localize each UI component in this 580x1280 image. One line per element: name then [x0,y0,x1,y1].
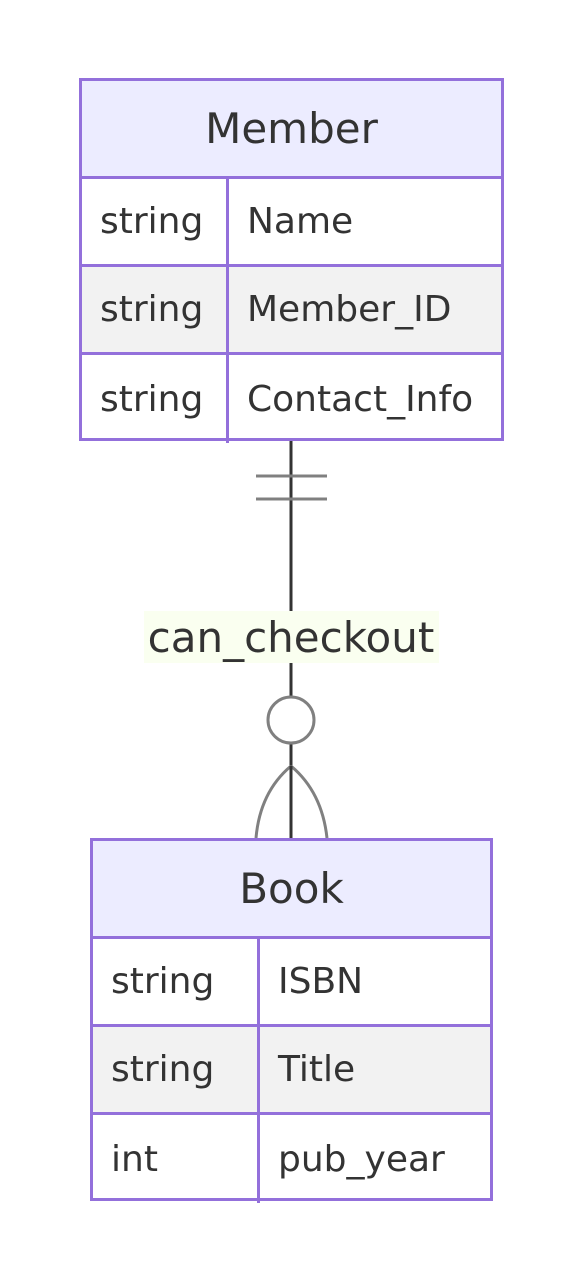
member-attribute-row: string Name [82,179,501,267]
book-attribute-row: int pub_year [93,1115,490,1203]
attribute-type: string [93,1027,260,1112]
member-entity[interactable]: Member string Name string Member_ID stri… [79,78,504,443]
attribute-type: string [82,267,229,352]
relationship-label-background [144,611,439,663]
exactly-one-marker [256,474,327,501]
attribute-name: Contact_Info [247,378,474,420]
book-entity[interactable]: Book string ISBN string Title int pub_ye… [90,838,493,1203]
member-attribute-row: string Contact_Info [82,355,501,443]
relationship-label-group: can_checkout [144,611,439,663]
attribute-name: ISBN [278,961,364,1002]
attribute-type: int [93,1115,260,1203]
attribute-name: Member_ID [247,289,452,330]
member-attribute-row: string Member_ID [82,267,501,355]
attribute-type: string [82,355,229,443]
member-entity-title: Member [82,81,501,179]
attribute-name: Name [247,201,354,242]
relationship-label: can_checkout [148,613,435,662]
attribute-type: string [93,939,260,1024]
attribute-type: string [82,179,229,264]
attribute-name: pub_year [278,1138,445,1180]
book-attribute-row: string Title [93,1027,490,1115]
zero-or-more-marker [254,695,329,839]
book-entity-title: Book [93,841,490,939]
book-attribute-row: string ISBN [93,939,490,1027]
attribute-name: Title [278,1049,356,1090]
